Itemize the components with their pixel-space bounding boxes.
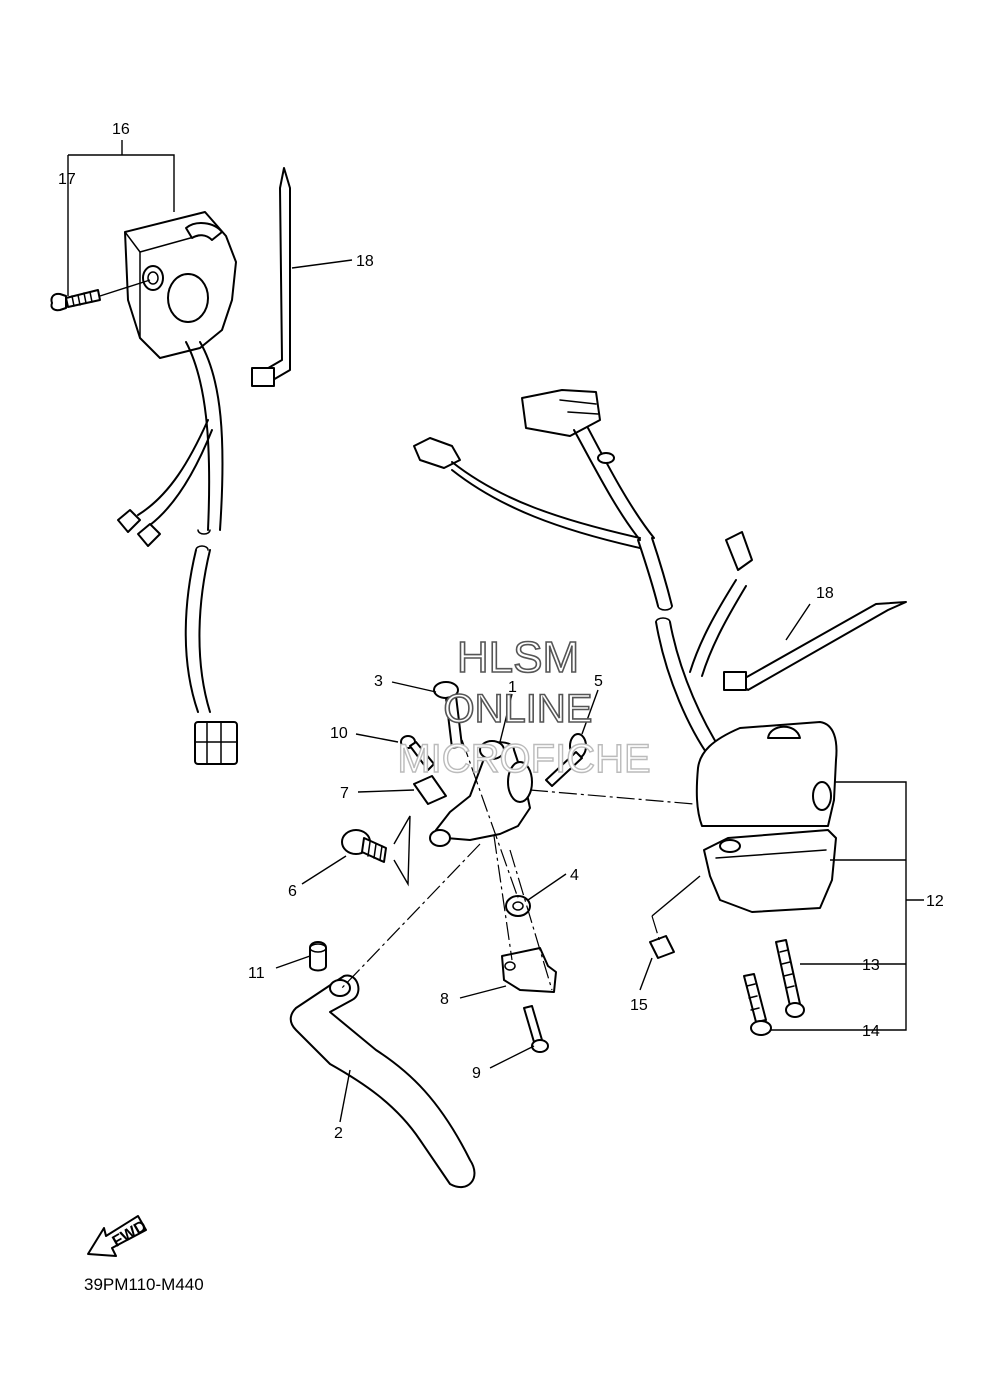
callout-11: 11: [248, 965, 265, 982]
callout-5: 5: [594, 673, 603, 690]
callout-18-left: 18: [356, 253, 374, 270]
callout-15: 15: [630, 997, 648, 1014]
cable-tie-right: [723, 601, 907, 691]
clutch-lever-2: [289, 974, 476, 1188]
callout-12: 12: [926, 893, 944, 910]
callout-9: 9: [472, 1065, 481, 1082]
callout-17: 17: [58, 171, 76, 188]
callout-4: 4: [570, 867, 579, 884]
screw-14: [743, 973, 772, 1036]
left-handlebar-switch: [124, 211, 237, 359]
left-switch-wire: [117, 341, 238, 765]
callout-8: 8: [440, 991, 449, 1008]
callout-6: 6: [288, 883, 297, 900]
watermark: HLSM ONLINE MICROFICHE: [397, 632, 652, 782]
watermark-line-2: ONLINE: [444, 687, 593, 731]
nut-4: [505, 895, 531, 917]
callout-13: 13: [862, 957, 880, 974]
callout-10: 10: [330, 725, 348, 742]
clip-7: [413, 775, 447, 805]
callout-14: 14: [862, 1023, 880, 1040]
screw-13: [775, 939, 805, 1018]
right-handlebar-switch: [695, 721, 838, 827]
watermark-line-3: MICROFICHE: [397, 737, 650, 781]
cable-tie-left: [251, 167, 291, 387]
callout-18-right: 18: [816, 585, 834, 602]
callout-16: 16: [112, 121, 130, 138]
bolt-3: [433, 681, 463, 749]
callout-2: 2: [334, 1125, 343, 1142]
collar-11: [309, 941, 327, 972]
bolt-5: [545, 733, 587, 787]
callout-3: 3: [374, 673, 383, 690]
callout-labels: 16 17 18 18 1 3 5 10 7 6 4 11 8 9 2 12 1…: [58, 121, 944, 1142]
callout-7: 7: [340, 785, 349, 802]
callout-1: 1: [508, 679, 517, 696]
bolt-6: [341, 815, 411, 887]
screw-10: [400, 735, 435, 771]
switch-8: [501, 947, 557, 993]
assembly-lines: [339, 739, 695, 991]
screw-17: [50, 279, 151, 312]
watermark-line-1: HLSM: [457, 633, 579, 682]
lever-holder-1: [429, 740, 533, 847]
part-15: [649, 935, 675, 959]
leader-lines: [67, 140, 924, 1123]
screw-9: [523, 1005, 549, 1053]
right-switch-lower-case: [703, 829, 837, 913]
fwd-arrow: FWD: [87, 1215, 150, 1257]
right-harness: [413, 389, 753, 759]
diagram-code: 39PM110-M440: [84, 1275, 204, 1294]
